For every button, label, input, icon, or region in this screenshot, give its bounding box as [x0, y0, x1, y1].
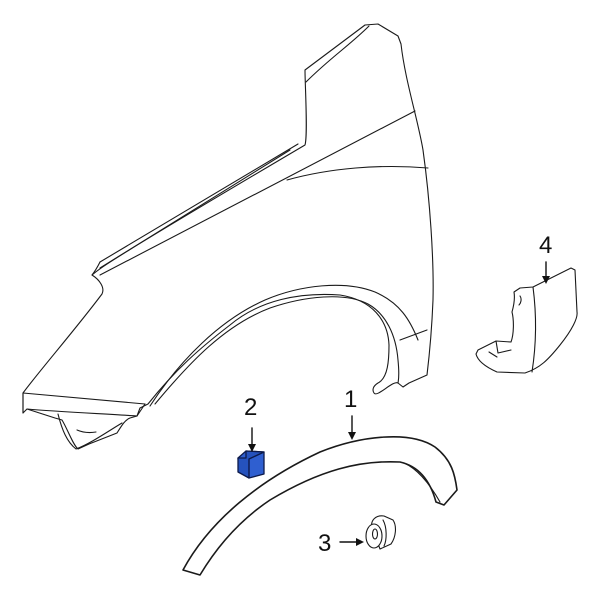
leader-arrow-1: [348, 415, 356, 440]
leader-arrow-2: [248, 427, 256, 452]
fender-outline: [22, 23, 434, 450]
callout-2: 2: [244, 394, 258, 421]
part-1-wheel-molding: [182, 435, 458, 576]
part-3-nut: [365, 515, 396, 550]
part-4-mud-guard: [475, 267, 578, 374]
callout-3: 3: [318, 530, 332, 557]
leader-arrow-3: [339, 538, 364, 546]
callout-4: 4: [539, 232, 553, 259]
part-2-clip: [237, 450, 265, 479]
callout-1: 1: [344, 386, 358, 413]
leader-arrow-4: [542, 261, 550, 284]
